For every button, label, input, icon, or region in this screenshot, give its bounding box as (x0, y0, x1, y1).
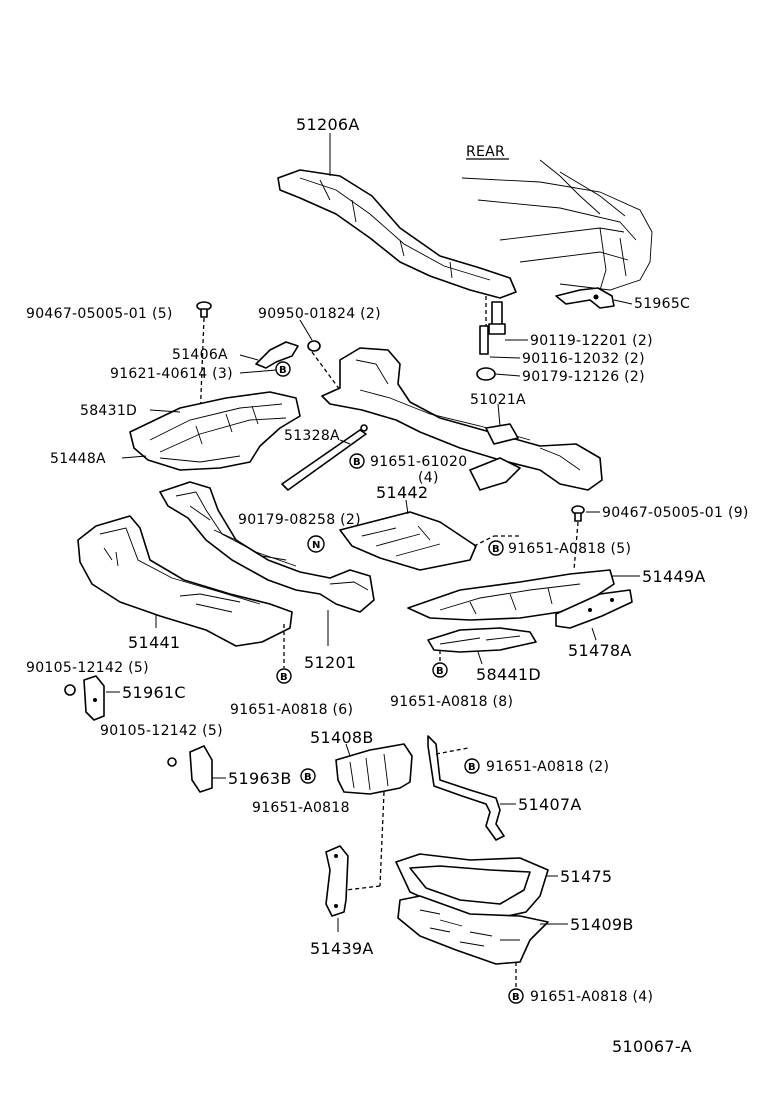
label-91651-a0818-8: 91651-A0818 (8) (390, 694, 513, 710)
label-58441D: 58441D (476, 665, 541, 684)
bolt-90116[interactable] (479, 325, 489, 355)
label-51328A: 51328A (284, 428, 340, 444)
rear-label: REAR (466, 144, 505, 160)
svg-text:B: B (353, 457, 361, 468)
seal-58441D[interactable] (427, 627, 537, 653)
bolt-90105-upper[interactable] (64, 684, 76, 696)
bolt-90119[interactable] (488, 301, 506, 335)
badge-91651-6: B (276, 668, 292, 684)
leader-51965C (613, 299, 633, 305)
crossmember-51206A[interactable] (277, 169, 517, 299)
label-90179-12126: 90179-12126 (2) (522, 369, 645, 385)
badge-91651-61020: B (349, 453, 365, 469)
plate-51442[interactable] (339, 511, 477, 571)
frame-51475[interactable] (395, 853, 549, 921)
svg-text:N: N (312, 540, 320, 551)
under-cover-51449A[interactable] (407, 569, 615, 621)
clip-90467-upper[interactable] (196, 301, 212, 318)
label-51448A: 51448A (50, 451, 106, 467)
label-51963B: 51963B (228, 769, 292, 788)
label-51475: 51475 (560, 867, 612, 886)
label-51441: 51441 (128, 633, 180, 652)
rod-51407A[interactable] (427, 735, 505, 841)
label-51407A: 51407A (518, 795, 582, 814)
label-51961C: 51961C (122, 683, 186, 702)
label-91651-a0818-2: 91651-A0818 (2) (486, 759, 609, 775)
bracket-51478A[interactable] (555, 589, 633, 629)
frame-51201[interactable] (159, 481, 375, 613)
label-51478A: 51478A (568, 641, 632, 660)
label-51439A: 51439A (310, 939, 374, 958)
label-58431D: 58431D (80, 403, 137, 419)
grommet-90950[interactable] (307, 340, 321, 352)
figure-code: 510067-A (612, 1037, 692, 1056)
bracket-51965C[interactable] (555, 287, 615, 309)
label-91651-a0818-4: 91651-A0818 (4) (530, 989, 653, 1005)
label-90119: 90119-12201 (2) (530, 333, 653, 349)
subframe-51021A[interactable] (321, 347, 603, 491)
svg-text:B: B (280, 672, 288, 683)
label-91651-a0818-6: 91651-A0818 (6) (230, 702, 353, 718)
label-91651-a0818-5: 91651-A0818 (5) (508, 541, 631, 557)
label-90950: 90950-01824 (2) (258, 306, 381, 322)
badge-91651-2: B (464, 758, 480, 774)
svg-text:B: B (512, 992, 520, 1003)
badge-91651-4: B (508, 988, 524, 1004)
svg-text:B: B (279, 365, 287, 376)
label-51449A: 51449A (642, 567, 706, 586)
bracket-51439A[interactable] (325, 845, 349, 917)
label-51406A: 51406A (172, 347, 228, 363)
label-91651-61020-qty: (4) (418, 470, 439, 486)
svg-text:B: B (468, 762, 476, 773)
label-90179-08258: 90179-08258 (2) (238, 512, 361, 528)
badge-91651-8: B (432, 662, 448, 678)
under-pan-51441[interactable] (77, 515, 293, 647)
label-51206A: 51206A (296, 115, 360, 134)
rod-51328A[interactable] (281, 424, 368, 491)
label-90105-lower: 90105-12142 (5) (100, 723, 223, 739)
label-51408B: 51408B (310, 728, 374, 747)
label-90467-upper: 90467-05005-01 (5) (26, 306, 173, 322)
label-90116: 90116-12032 (2) (522, 351, 645, 367)
svg-text:B: B (492, 544, 500, 555)
vehicle-body-outline (461, 159, 653, 291)
nut-90179-12126[interactable] (476, 367, 496, 381)
guard-51408B[interactable] (335, 743, 413, 795)
svg-text:B: B (436, 666, 444, 677)
label-51201: 51201 (304, 653, 356, 672)
label-51021A: 51021A (470, 392, 526, 408)
label-91651-a0818: 91651-A0818 (252, 800, 350, 816)
label-51409B: 51409B (570, 915, 634, 934)
bracket-51406A[interactable] (255, 341, 299, 369)
label-51442: 51442 (376, 483, 428, 502)
badge-91651-single: B (300, 768, 316, 784)
clip-90467-right[interactable] (571, 505, 585, 522)
label-51965C: 51965C (634, 296, 690, 312)
rear-direction-indicator: REAR (466, 144, 509, 160)
badge-91651-5: B (488, 540, 504, 556)
label-90467-right: 90467-05005-01 (9) (602, 505, 749, 521)
bracket-51961C[interactable] (83, 675, 105, 721)
badge-n: N (307, 535, 325, 553)
svg-text:B: B (304, 772, 312, 783)
badge-91621: B (275, 361, 291, 377)
bracket-51963B[interactable] (189, 745, 213, 793)
label-90105-upper: 90105-12142 (5) (26, 660, 149, 676)
bolt-90105-lower[interactable] (167, 757, 177, 767)
skid-plate-51409B[interactable] (397, 895, 549, 965)
label-91621: 91621-40614 (3) (110, 366, 233, 382)
under-cover-51448A[interactable] (129, 391, 301, 471)
label-91651-61020: 91651-61020 (370, 454, 467, 470)
